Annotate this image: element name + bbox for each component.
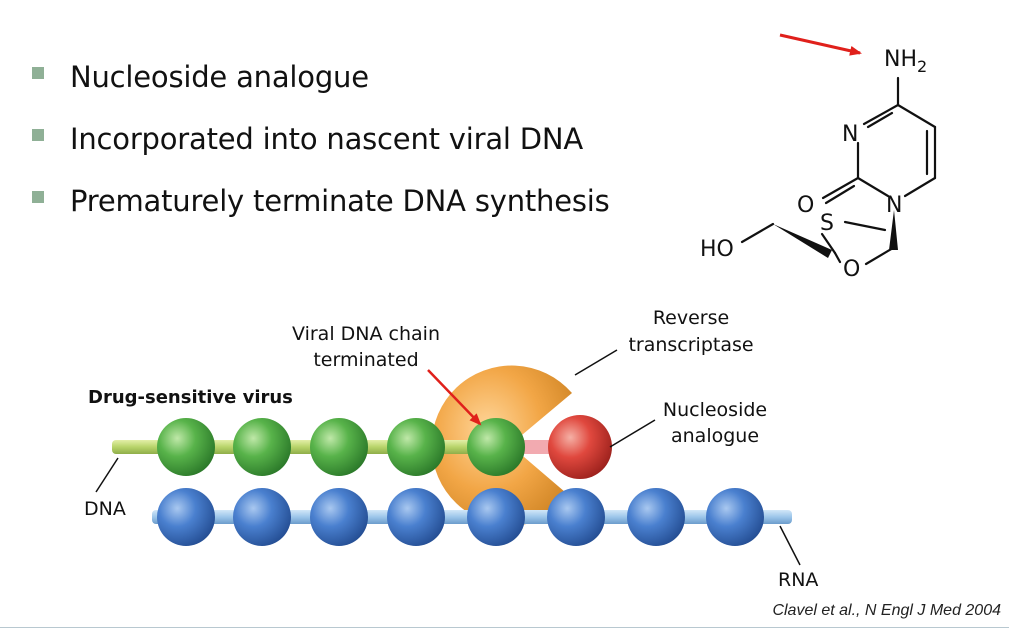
atom-nh2: NH2	[884, 47, 927, 76]
bullet-text: Incorporated into nascent viral DNA	[70, 122, 584, 156]
rna-nucleotide-bead	[387, 488, 445, 546]
figure-title: Drug-sensitive virus	[88, 387, 293, 408]
label-analogue: analogue	[671, 425, 759, 447]
dna-nucleotide-bead	[310, 418, 368, 476]
rna-nucleotide-bead	[157, 488, 215, 546]
red-arrow-icon	[779, 33, 862, 56]
structure-bonds	[740, 76, 937, 266]
label-terminated: terminated	[313, 349, 418, 371]
bullet-list: Nucleoside analogue Incorporated into na…	[30, 46, 610, 232]
bullet-text: Nucleoside analogue	[70, 60, 369, 94]
nucleoside-analogue-bead	[548, 415, 612, 479]
wedge-bond	[773, 224, 832, 258]
bullet-square-icon	[32, 67, 44, 79]
rna-nucleotide-bead	[706, 488, 764, 546]
bullet-text: Prematurely terminate DNA synthesis	[70, 184, 610, 218]
atom-n1: N	[886, 193, 902, 218]
citation: Clavel et al., N Engl J Med 2004	[772, 602, 1001, 619]
dna-nucleotide-bead	[387, 418, 445, 476]
bottom-rule	[0, 627, 1009, 628]
atom-ring-o: O	[843, 257, 860, 282]
dna-strand-junction	[512, 440, 552, 454]
bullet-square-icon	[32, 191, 44, 203]
atom-hydroxyl: HO	[700, 237, 734, 262]
label-transcriptase: transcriptase	[628, 334, 753, 356]
dna-nucleotide-bead	[233, 418, 291, 476]
leader-lines	[95, 349, 801, 566]
atom-n3: N	[842, 122, 858, 147]
atom-carbonyl-o: O	[797, 193, 814, 218]
bullet-item: Prematurely terminate DNA synthesis	[30, 170, 610, 232]
rna-nucleotide-bead	[547, 488, 605, 546]
rna-nucleotide-bead	[467, 488, 525, 546]
label-nucleoside: Nucleoside	[663, 399, 767, 421]
bullet-item: Incorporated into nascent viral DNA	[30, 108, 610, 170]
label-viral-dna-chain: Viral DNA chain	[292, 323, 440, 345]
rna-strand	[152, 510, 792, 524]
bullet-square-icon	[32, 129, 44, 141]
label-dna: DNA	[84, 498, 126, 520]
label-rna: RNA	[778, 569, 818, 591]
bullet-item: Nucleoside analogue	[30, 46, 610, 108]
red-arrow-icon	[427, 369, 482, 426]
rna-nucleotide-bead	[233, 488, 291, 546]
rna-nucleotide-bead	[310, 488, 368, 546]
wedge-bond	[889, 210, 898, 250]
dna-strand	[112, 440, 552, 454]
rna-nucleotide-bead	[627, 488, 685, 546]
dna-nucleotide-bead	[157, 418, 215, 476]
label-reverse: Reverse	[653, 307, 729, 329]
dna-nucleotide-bead	[467, 418, 525, 476]
reverse-transcriptase-shape	[431, 365, 572, 526]
atom-sulfur: S	[820, 211, 834, 236]
